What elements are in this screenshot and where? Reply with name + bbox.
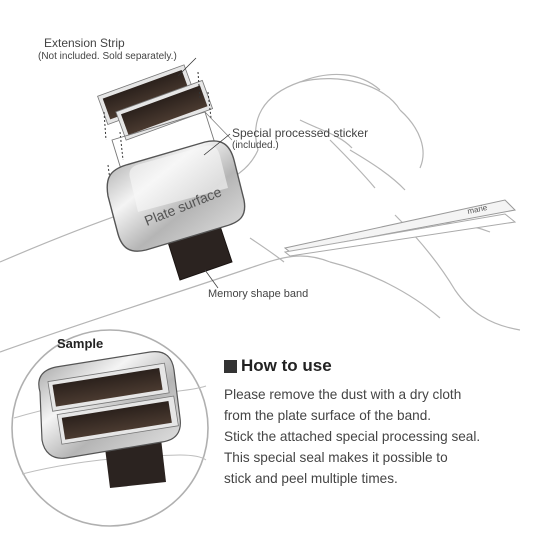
how-to-use-heading: How to use <box>224 356 544 376</box>
how-to-use-title: How to use <box>241 356 332 375</box>
sticker-note: (included.) <box>232 140 279 151</box>
square-bullet-icon <box>224 359 237 373</box>
sample-label: Sample <box>57 336 104 351</box>
sample-circle <box>11 329 209 527</box>
extension-strip-note: (Not included. Sold separately.) <box>38 51 177 62</box>
extension-strip-label: Extension Strip <box>44 36 125 50</box>
metal-plate <box>106 140 246 252</box>
tweezer-brand-text: marie <box>467 203 489 216</box>
extension-strip-lower <box>115 79 214 141</box>
instruction-line: stick and peel multiple times. <box>224 471 398 486</box>
arm-outline <box>0 73 521 353</box>
how-to-use-text: Please remove the dust with a dry cloth … <box>224 384 544 489</box>
instruction-line: This special seal makes it possible to <box>224 450 448 465</box>
tweezers: marie <box>283 199 517 257</box>
how-to-use-section: How to use Please remove the dust with a… <box>224 356 544 489</box>
instruction-line: from the plate surface of the band. <box>224 408 432 423</box>
instruction-line: Stick the attached special processing se… <box>224 429 481 444</box>
sticker-label: Special processed sticker <box>232 126 369 140</box>
band-label: Memory shape band <box>208 288 309 300</box>
instruction-line: Please remove the dust with a dry cloth <box>224 387 462 402</box>
callout-lines <box>177 57 231 156</box>
